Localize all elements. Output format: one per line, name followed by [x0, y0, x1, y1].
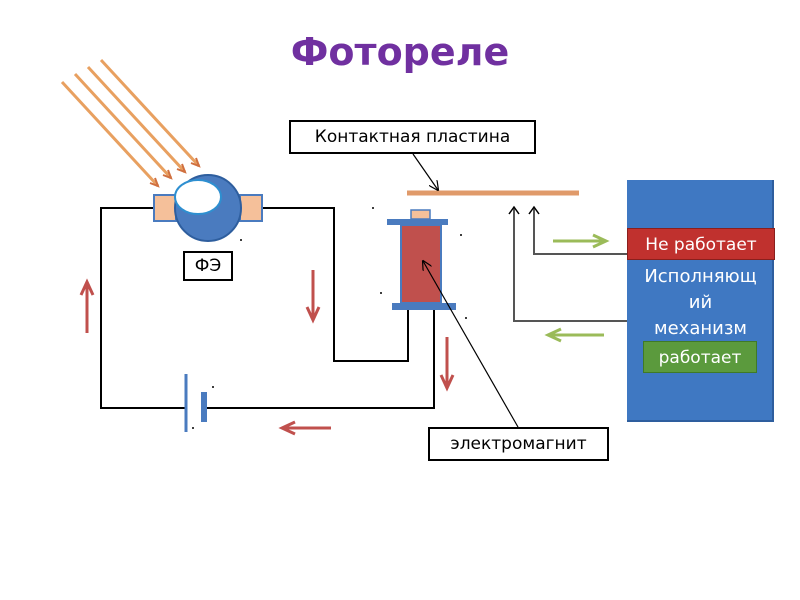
dot [372, 207, 374, 209]
photocell-window [174, 179, 222, 215]
actuator-mechanism-label: Исполняющ ий механизм [627, 264, 774, 342]
actuator-mechanism-panel: Исполняющ ий механизм [627, 180, 774, 422]
light-ray [86, 65, 187, 174]
dot [380, 292, 382, 294]
circuit-wires [100, 207, 628, 409]
light-ray-head [162, 169, 173, 180]
dot [240, 239, 242, 241]
current-arrow-down [439, 337, 455, 392]
light-ray [60, 80, 160, 188]
light-rays [60, 58, 201, 188]
light-ray-head [190, 157, 201, 168]
battery-short-plate [201, 392, 207, 422]
electromagnet-bottom-flange [392, 303, 456, 310]
photocell-contact-left [153, 194, 177, 222]
dot [212, 386, 214, 388]
actuator-mechanism-label-line: Исполняющ [644, 266, 757, 287]
top-wire [262, 207, 409, 362]
stray-dots [192, 207, 467, 429]
page-title: Фотореле [290, 30, 510, 74]
left-wire [100, 207, 186, 409]
current-arrow-down [305, 270, 321, 324]
bottom-wire [205, 309, 435, 409]
arrowhead-up [528, 205, 540, 215]
status-badge-not-working: Не работает [627, 228, 775, 260]
electromagnet-top-flange [387, 219, 448, 225]
photocell-label: ФЭ [183, 251, 233, 281]
photocell [153, 174, 263, 242]
signal-arrows [544, 233, 610, 343]
electromagnet-core-top [410, 209, 431, 220]
current-arrow-up [79, 278, 95, 333]
current-arrow-left [278, 420, 331, 436]
status-badge-working: работает [643, 341, 757, 373]
plate-return-wire [533, 208, 628, 255]
electromagnet [387, 209, 456, 310]
signal-arrow-right [553, 233, 610, 249]
light-ray [99, 58, 201, 168]
light-ray-head [176, 163, 187, 174]
battery [184, 374, 207, 432]
arrowhead-up [508, 205, 520, 215]
contact-plate-label: Контактная пластина [289, 120, 536, 154]
photocell-contact-right [239, 194, 263, 222]
dot [465, 317, 467, 319]
light-ray [73, 72, 173, 180]
contact-plate-pointer [412, 153, 438, 190]
signal-arrow-left [544, 327, 604, 343]
dot [460, 234, 462, 236]
actuator-mechanism-label-line: ий [688, 292, 713, 313]
current-arrows [79, 270, 455, 436]
dot [192, 427, 194, 429]
electromagnet-label: электромагнит [428, 427, 609, 461]
light-ray-head [149, 177, 160, 188]
actuator-mechanism-label-line: механизм [654, 318, 747, 339]
plate-feed-wire [513, 208, 628, 322]
electromagnet-coil [400, 224, 442, 304]
electromagnet-pointer [423, 261, 519, 428]
